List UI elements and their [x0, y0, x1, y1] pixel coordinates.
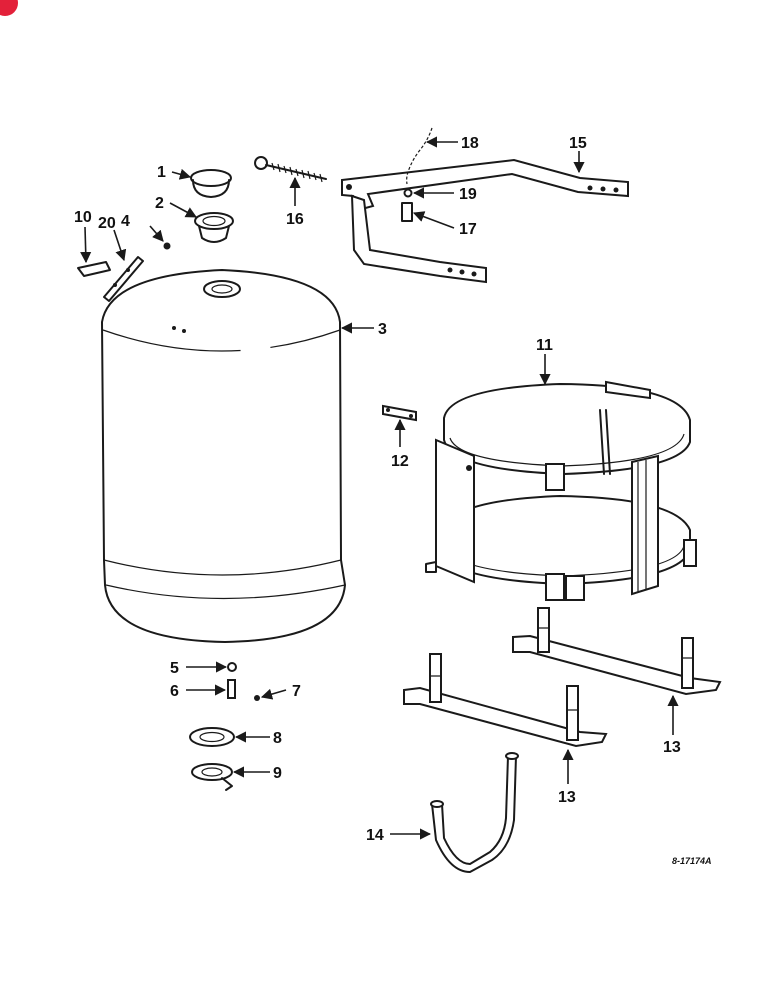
- leader-lines: [80, 136, 679, 840]
- part-clip: [401, 202, 413, 222]
- callout-16: 16: [286, 211, 304, 228]
- callout-1: 1: [157, 164, 166, 181]
- callout-12: 12: [391, 453, 409, 470]
- part-dot-nut: [254, 695, 260, 701]
- part-pin: [382, 404, 417, 422]
- part-tank: [100, 268, 347, 644]
- drawing-number: 8-17174A: [672, 856, 712, 866]
- callout-2: 2: [155, 195, 164, 212]
- part-filler-neck: [194, 212, 234, 243]
- part-flange: [191, 763, 233, 791]
- callout-19: 19: [459, 186, 477, 203]
- callout-4: 4: [121, 213, 130, 230]
- callout-15: 15: [569, 135, 587, 152]
- part-ring: [403, 188, 413, 198]
- part-u-bar: [430, 752, 519, 873]
- part-floor-bracket-lower: [403, 653, 608, 748]
- callout-13-lower: 13: [558, 789, 576, 806]
- callout-18: 18: [461, 135, 479, 152]
- part-cap: [190, 169, 232, 198]
- part-floor-bracket-upper: [512, 607, 722, 696]
- part-eyebolt: [254, 156, 327, 183]
- callout-11: 11: [536, 337, 553, 354]
- part-small-ring: [227, 662, 237, 672]
- callout-3: 3: [378, 321, 387, 338]
- part-gasket: [189, 727, 235, 747]
- callout-labels: 1 2 3 4 5 6 7 8 9 10 11 12 13 13 14 15 1…: [74, 135, 681, 844]
- part-stud: [227, 679, 236, 699]
- callout-7: 7: [292, 683, 301, 700]
- callout-6: 6: [170, 683, 179, 700]
- part-small-nut: [163, 242, 171, 250]
- part-bracket: [77, 261, 111, 277]
- callout-20: 20: [98, 215, 116, 232]
- callout-8: 8: [273, 730, 282, 747]
- part-support-arm: [341, 158, 629, 284]
- callout-5: 5: [170, 660, 179, 677]
- callout-9: 9: [273, 765, 282, 782]
- part-band-assembly: [425, 380, 697, 601]
- corner-badge: [0, 0, 18, 16]
- callout-17: 17: [459, 221, 477, 238]
- callout-10: 10: [74, 209, 92, 226]
- callout-14: 14: [366, 827, 384, 844]
- callout-13-upper: 13: [663, 739, 681, 756]
- part-strap: [103, 256, 144, 302]
